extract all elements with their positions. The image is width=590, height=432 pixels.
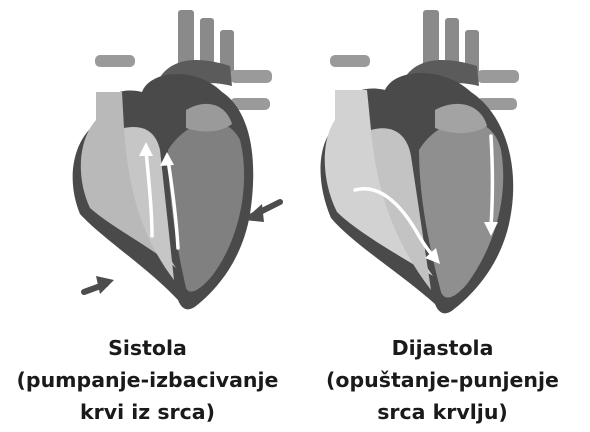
diastole-caption: Dijastola (opuštanje-punjenje srca krvlj…: [295, 332, 590, 428]
systole-subtitle-line2: krvi iz srca): [0, 396, 295, 428]
contraction-arrow-left: [84, 276, 114, 294]
systole-title: Sistola: [0, 332, 295, 364]
diastole-heart-illustration: [295, 0, 590, 330]
systole-caption: Sistola (pumpanje-izbacivanje krvi iz sr…: [0, 332, 295, 428]
systole-heart-illustration: [0, 0, 295, 330]
diastole-subtitle-line1: (opuštanje-punjenje: [295, 364, 590, 396]
systole-panel: Sistola (pumpanje-izbacivanje krvi iz sr…: [0, 0, 295, 432]
diastole-title: Dijastola: [295, 332, 590, 364]
diastole-subtitle-line2: srca krvlju): [295, 396, 590, 428]
systole-subtitle-line1: (pumpanje-izbacivanje: [0, 364, 295, 396]
diastole-panel: Dijastola (opuštanje-punjenje srca krvlj…: [295, 0, 590, 432]
